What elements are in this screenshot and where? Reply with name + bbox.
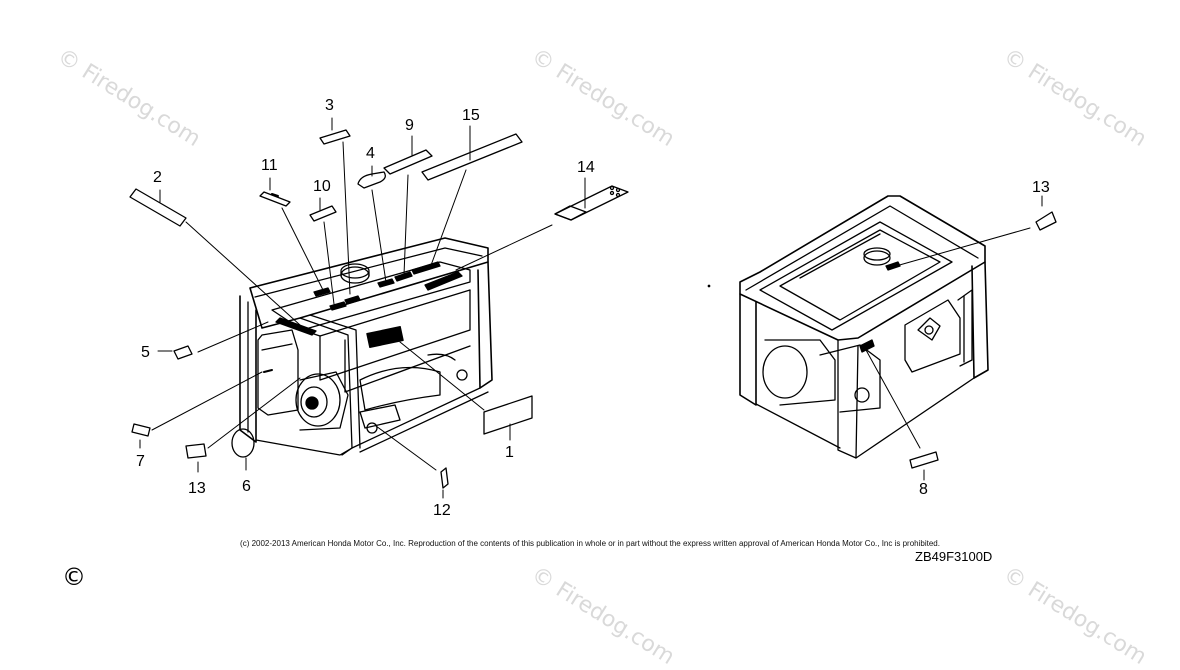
callout-7: 7 xyxy=(136,453,145,470)
callout-3: 3 xyxy=(325,97,334,114)
callout-15: 15 xyxy=(462,107,480,124)
callout-numbers: 2 3 4 9 15 11 10 14 5 7 13 6 12 1 13 8 xyxy=(136,97,1050,519)
callout-10: 10 xyxy=(313,178,331,195)
diagram-code: ZB49F3100D xyxy=(915,549,993,564)
callout-1: 1 xyxy=(505,444,514,461)
callout-6: 6 xyxy=(242,478,251,495)
callout-14: 14 xyxy=(577,159,595,176)
callout-13-right: 13 xyxy=(1032,179,1050,196)
callout-4: 4 xyxy=(366,145,375,162)
generator-rear-view xyxy=(739,195,989,459)
callout-11: 11 xyxy=(261,157,278,174)
leader-lines-right xyxy=(865,195,1043,481)
labels-left xyxy=(129,129,629,489)
callout-8: 8 xyxy=(919,481,928,498)
callout-5: 5 xyxy=(141,344,150,361)
generator-front-view xyxy=(239,237,493,456)
copyright-notice: (c) 2002-2013 American Honda Motor Co., … xyxy=(240,539,940,548)
parts-diagram: 2 3 4 9 15 11 10 14 5 7 13 6 12 1 13 8 xyxy=(129,97,1057,519)
leader-lines-left xyxy=(139,117,586,499)
callout-12: 12 xyxy=(433,502,451,519)
labels-right xyxy=(909,211,1057,469)
corner-copyright-mark: © xyxy=(62,563,86,591)
callout-13-left: 13 xyxy=(188,480,206,497)
callout-2: 2 xyxy=(153,169,162,186)
stray-dot xyxy=(707,284,711,288)
callout-9: 9 xyxy=(405,117,414,134)
